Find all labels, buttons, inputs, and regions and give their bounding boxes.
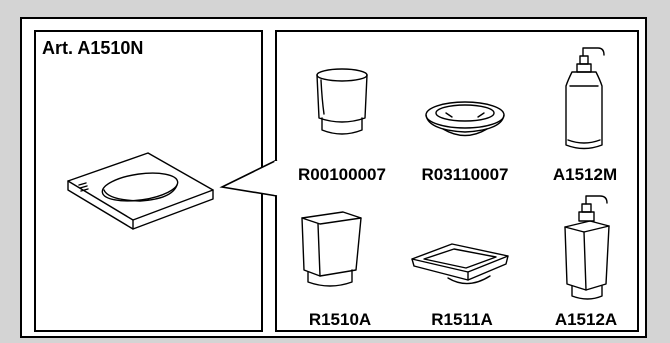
article-title: Art. A1510N [42, 38, 144, 58]
holder-plate-icon [67, 152, 214, 230]
product-code: R00100007 [298, 165, 386, 184]
holder-panel [34, 30, 263, 332]
product-code: R1510A [308, 310, 372, 329]
square-soap-dispenser-icon [564, 195, 610, 300]
round-tumbler-icon [316, 68, 368, 135]
square-tumbler-icon [301, 211, 362, 287]
square-soap-dish-icon [411, 243, 509, 285]
product-code: A1512M [552, 165, 618, 184]
product-code: R03110007 [421, 165, 509, 184]
product-code: A1512A [554, 310, 618, 329]
round-soap-dispenser-icon [565, 47, 605, 150]
product-code: R1511A [431, 310, 493, 329]
round-soap-dish-icon [425, 101, 505, 137]
callout-pointer [219, 159, 278, 197]
